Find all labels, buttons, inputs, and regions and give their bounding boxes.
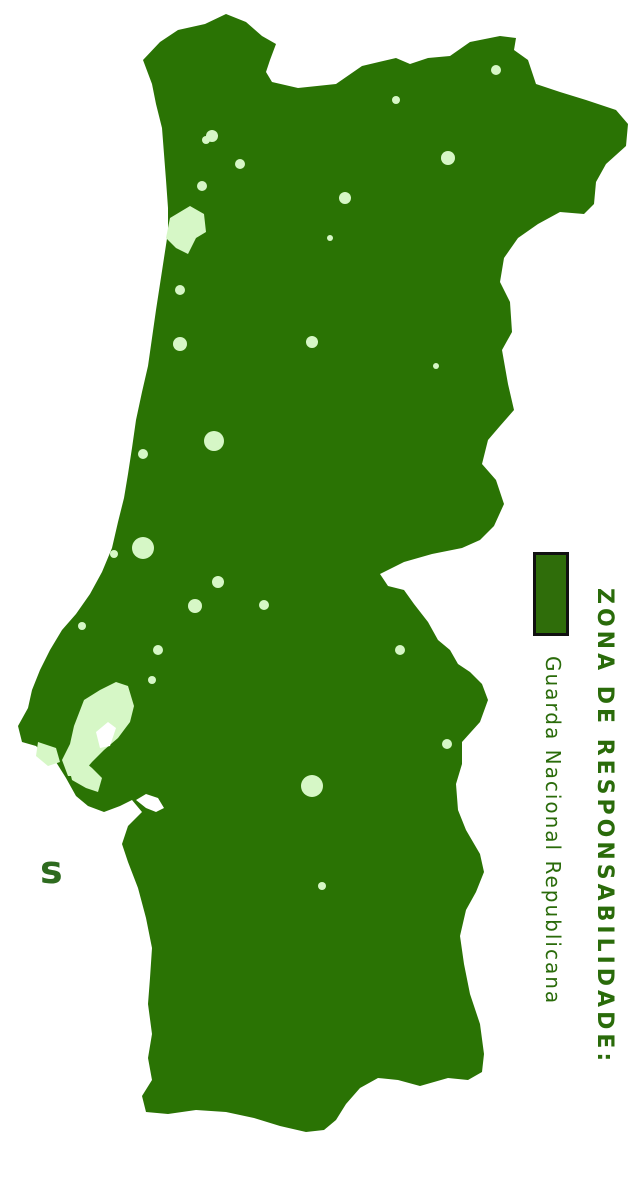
legend-swatch-gnr [533,552,569,636]
tagus-estuary [96,722,116,748]
sado-estuary [136,794,164,812]
legend-title: ZONA DE RESPONSABILIDADE: [592,588,617,1066]
gnr-responsibility-zone [18,14,628,1132]
urban-areas [36,65,501,890]
partial-heading-text: s [40,848,63,892]
legend-label-gnr: Guarda Nacional Republicana [541,656,565,1006]
